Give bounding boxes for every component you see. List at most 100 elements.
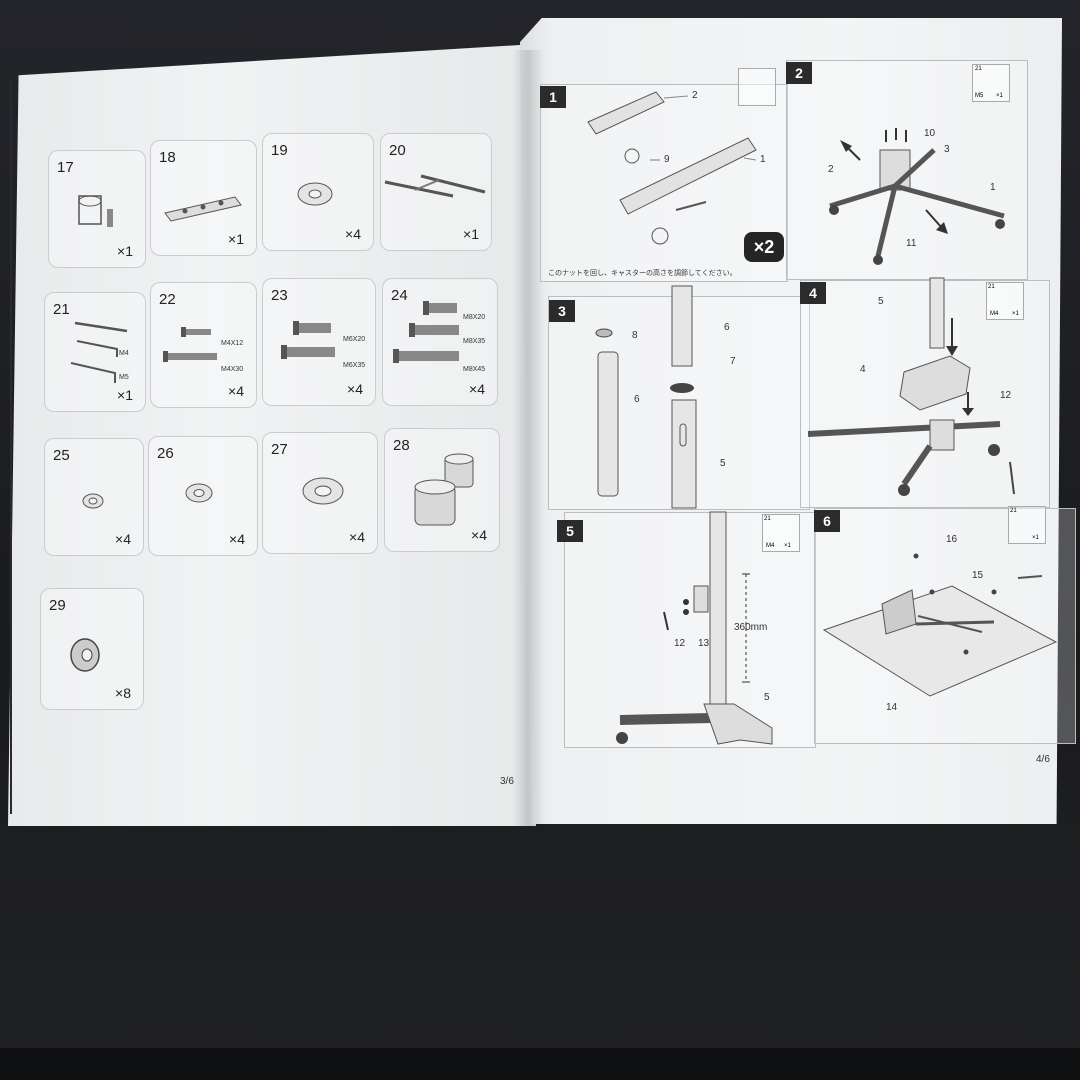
- left-page-number: 3/6: [500, 776, 514, 787]
- step-6-callout-16: 16: [946, 534, 958, 545]
- step-5-tool-box: [762, 514, 800, 552]
- step-3-callout-7: 7: [730, 356, 736, 367]
- part-number: 29: [49, 597, 66, 614]
- part-number: 18: [159, 149, 176, 166]
- step-4-tool-number: 21: [988, 284, 995, 290]
- medium-washer-illustration: [185, 483, 213, 503]
- part-quantity: ×4: [229, 531, 245, 547]
- step-6-tool-qty: ×1: [1032, 535, 1039, 541]
- step-1-callout-9: 9: [664, 154, 670, 165]
- part-number: 19: [271, 142, 288, 159]
- screw-label-m4x12: M4X12: [221, 340, 243, 347]
- washer-illustration: [297, 182, 333, 206]
- part-number: 25: [53, 447, 70, 464]
- part-number: 23: [271, 287, 288, 304]
- step-3-callout-5: 5: [720, 458, 726, 469]
- step-6-tool-number: 21: [1010, 508, 1017, 514]
- part-card-23: 23 M6X20 M6X35 ×4: [262, 278, 376, 406]
- part-card-17: 17 ×1: [48, 150, 146, 268]
- part-number: 21: [53, 301, 70, 318]
- step-5-badge: 5: [557, 520, 583, 542]
- plate-illustration: [164, 196, 242, 222]
- part-quantity: ×4: [471, 527, 487, 543]
- step-2-callout-1: 1: [990, 182, 996, 193]
- part-quantity: ×4: [349, 529, 365, 545]
- m6-screws-illustration: M6X20 M6X35: [281, 321, 365, 369]
- hex-key-label-m5: M5: [119, 374, 129, 381]
- left-page: [8, 44, 536, 826]
- step-5-callout-12: 12: [674, 638, 686, 649]
- step-2-tool-number: 21: [975, 66, 982, 72]
- step-4-tool-box: [986, 282, 1024, 320]
- part-number: 24: [391, 287, 408, 304]
- step-4-callout-12: 12: [1000, 390, 1012, 401]
- hex-key-label-m4: M4: [119, 350, 129, 357]
- step-2-callout-2: 2: [828, 164, 834, 175]
- step-3-callout-6a: 6: [634, 394, 640, 405]
- part-card-29: 29 ×8: [40, 588, 144, 710]
- step-5-tool-number: 21: [764, 516, 771, 522]
- step-1-badge: 1: [540, 86, 566, 108]
- small-washer-illustration: [82, 493, 104, 509]
- step-2-callout-3: 3: [944, 144, 950, 155]
- step-5-measurement: 360mm: [734, 622, 768, 633]
- spine-shadow: [512, 50, 544, 826]
- part-quantity: ×4: [228, 383, 244, 399]
- step-2-tool-box: [972, 64, 1010, 102]
- step-6-badge: 6: [814, 510, 840, 532]
- step-4-badge: 4: [800, 282, 826, 304]
- m8-screws-illustration: M8X20 M8X35 M8X45: [393, 301, 485, 373]
- screw-label-m6x35: M6X35: [343, 362, 365, 369]
- part-card-20: 20 ×1: [380, 133, 492, 251]
- right-page-number: 4/6: [1036, 754, 1050, 765]
- part-number: 27: [271, 441, 288, 458]
- step-5-callout-5: 5: [764, 692, 770, 703]
- step-2-callout-10: 10: [924, 128, 936, 139]
- step-2-tool-size: M5: [975, 93, 984, 99]
- part-card-26: 26 ×4: [148, 436, 258, 556]
- part-quantity: ×4: [345, 226, 361, 242]
- step-1-note: このナットを回し、キャスターの高さを調節してください。: [548, 270, 737, 277]
- step-3-badge: 3: [549, 300, 575, 322]
- step-2-tool-qty: ×1: [996, 93, 1003, 99]
- part-card-27: 27 ×4: [262, 432, 378, 554]
- step-1-callout-1: 1: [760, 154, 766, 165]
- part-quantity: ×1: [228, 231, 244, 247]
- screw-label-m6x20: M6X20: [343, 336, 365, 343]
- step-6-tool-box: [1008, 506, 1046, 544]
- part-card-24: 24 M8X20 M8X35 M8X45 ×4: [382, 278, 498, 406]
- step-4-tool-qty: ×1: [1012, 311, 1019, 317]
- spacers-illustration: [414, 453, 474, 526]
- part-quantity: ×8: [115, 685, 131, 701]
- screw-label-m4x30: M4X30: [221, 366, 243, 373]
- part-quantity: ×1: [117, 243, 133, 259]
- part-number: 20: [389, 142, 406, 159]
- part-card-18: 18 ×1: [150, 140, 257, 256]
- step-5-tool-qty: ×1: [784, 543, 791, 549]
- part-quantity: ×1: [117, 387, 133, 403]
- large-washer-illustration: [302, 477, 344, 505]
- part-quantity: ×4: [115, 531, 131, 547]
- step-3-callout-6b: 6: [724, 322, 730, 333]
- step-1-tool-box: [738, 68, 776, 106]
- clamp-illustration: [78, 195, 113, 227]
- part-card-22: 22 M4X12 M4X30 ×4: [150, 282, 257, 408]
- bracket-arms-illustration: [384, 174, 486, 198]
- screw-label-m8x45: M8X45: [463, 366, 485, 373]
- step-1-callout-2: 2: [692, 90, 698, 101]
- part-quantity: ×4: [469, 381, 485, 397]
- part-quantity: ×4: [347, 381, 363, 397]
- part-number: 28: [393, 437, 410, 454]
- part-number: 26: [157, 445, 174, 462]
- part-card-25: 25 ×4: [44, 438, 144, 556]
- step-2-badge: 2: [786, 62, 812, 84]
- step-5-callout-13: 13: [698, 638, 710, 649]
- screw-label-m8x35: M8X35: [463, 338, 485, 345]
- step-3-panel: [548, 296, 810, 510]
- part-number: 22: [159, 291, 176, 308]
- hex-keys-illustration: M4 M5: [70, 321, 129, 383]
- step-4-tool-size: M4: [990, 311, 999, 317]
- part-card-19: 19 ×4: [262, 133, 374, 251]
- part-card-21: 21 M4 M5 ×1: [44, 292, 146, 412]
- step-3-callout-8: 8: [632, 330, 638, 341]
